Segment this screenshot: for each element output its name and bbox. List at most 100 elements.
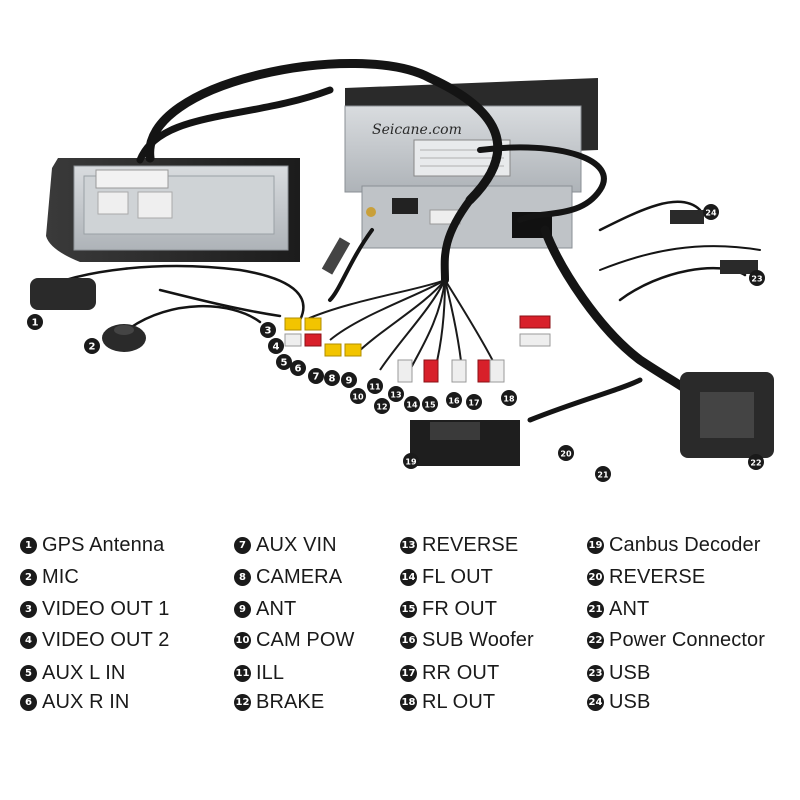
wiring-harness-photo: Seicane.com (27, 59, 774, 482)
legend-item: 2 MIC (20, 566, 79, 589)
legend-item: 6 AUX R IN (20, 691, 129, 714)
legend-number-badge: 17 (400, 665, 417, 682)
legend-number-badge: 11 (234, 665, 251, 682)
callout-18: 18 (501, 390, 517, 406)
legend-item: 1 GPS Antenna (20, 534, 164, 557)
callout-20: 20 (558, 445, 574, 461)
callout-4: 4 (268, 338, 284, 354)
legend-label: Power Connector (609, 629, 766, 651)
callout-21: 21 (595, 466, 611, 482)
legend-item: 10 CAM POW (234, 629, 354, 652)
callout-11: 11 (367, 378, 383, 394)
svg-text:5: 5 (281, 358, 288, 369)
legend-number-badge: 9 (234, 601, 251, 618)
legend-number-badge: 10 (234, 632, 251, 649)
callout-24: 24 (703, 204, 719, 220)
svg-text:22: 22 (750, 459, 761, 468)
legend-number-badge: 13 (400, 537, 417, 554)
accessories (30, 210, 774, 466)
legend-label: REVERSE (422, 534, 519, 556)
svg-text:19: 19 (405, 458, 417, 467)
legend-label: ANT (256, 598, 297, 620)
legend-item: 12 BRAKE (234, 691, 324, 714)
legend-item: 23 USB (587, 662, 650, 685)
svg-text:13: 13 (390, 391, 401, 400)
legend-item: 8 CAMERA (234, 566, 342, 589)
legend-label: USB (609, 691, 651, 713)
legend-item: 21 ANT (587, 598, 649, 621)
svg-text:10: 10 (352, 393, 364, 402)
legend-label: REVERSE (609, 566, 706, 588)
legend-item: 16 SUB Woofer (400, 629, 534, 652)
callout-3: 3 (260, 322, 276, 338)
svg-text:4: 4 (273, 342, 280, 353)
legend-number-badge: 4 (20, 632, 37, 649)
callout-13: 13 (388, 386, 404, 402)
legend-label: CAM POW (256, 629, 355, 651)
callout-14: 14 (404, 396, 420, 412)
mounting-frame (46, 158, 300, 262)
legend-number-badge: 20 (587, 569, 604, 586)
callout-15: 15 (422, 396, 438, 412)
svg-text:24: 24 (705, 209, 717, 218)
legend-number-badge: 6 (20, 694, 37, 711)
callout-7: 7 (308, 368, 324, 384)
svg-text:2: 2 (89, 342, 96, 353)
legend-label: BRAKE (256, 691, 325, 713)
svg-text:1: 1 (32, 318, 39, 329)
legend-number-badge: 18 (400, 694, 417, 711)
legend-number-badge: 23 (587, 665, 604, 682)
callout-19: 19 (403, 453, 419, 469)
svg-text:7: 7 (313, 372, 320, 383)
legend-number-badge: 16 (400, 632, 417, 649)
legend-label: FR OUT (422, 598, 498, 620)
svg-text:14: 14 (406, 401, 418, 410)
legend-item: 13 REVERSE (400, 534, 518, 557)
watermark-text: Seicane.com (372, 122, 462, 138)
legend-label: AUX R IN (42, 691, 130, 713)
legend-label: CAMERA (256, 566, 343, 588)
svg-text:12: 12 (376, 403, 387, 412)
legend-item: 4 VIDEO OUT 2 (20, 629, 169, 652)
legend-number-badge: 24 (587, 694, 604, 711)
svg-text:17: 17 (468, 399, 479, 408)
legend-label: USB (609, 662, 651, 684)
callout-10: 10 (350, 388, 366, 404)
legend-number-badge: 3 (20, 601, 37, 618)
svg-text:15: 15 (424, 401, 436, 410)
callout-9: 9 (341, 372, 357, 388)
svg-text:6: 6 (295, 364, 302, 375)
legend-item: 14 FL OUT (400, 566, 493, 589)
callout-12: 12 (374, 398, 390, 414)
legend-item: 9 ANT (234, 598, 296, 621)
legend-item: 3 VIDEO OUT 1 (20, 598, 169, 621)
legend-number-badge: 14 (400, 569, 417, 586)
svg-text:11: 11 (369, 383, 381, 392)
legend-label: VIDEO OUT 2 (42, 629, 170, 651)
legend: 1 GPS Antenna 2 MIC 3 VIDEO OUT 1 4 VIDEO OU… (0, 528, 800, 728)
legend-label: FL OUT (422, 566, 493, 588)
legend-label: AUX VIN (256, 534, 337, 556)
legend-number-badge: 2 (20, 569, 37, 586)
legend-number-badge: 8 (234, 569, 251, 586)
callout-markers: 1 2 3 4 5 6 7 8 9 10 11 12 13 14 15 16 1… (27, 204, 765, 482)
legend-number-badge: 12 (234, 694, 251, 711)
legend-label: MIC (42, 566, 79, 588)
legend-label: ANT (609, 598, 650, 620)
legend-label: RL OUT (422, 691, 496, 713)
legend-label: SUB Woofer (422, 629, 534, 651)
legend-label: VIDEO OUT 1 (42, 598, 170, 620)
callout-8: 8 (324, 370, 340, 386)
legend-number-badge: 1 (20, 537, 37, 554)
legend-number-badge: 21 (587, 601, 604, 618)
legend-label: GPS Antenna (42, 534, 165, 556)
callout-16: 16 (446, 392, 462, 408)
callout-2: 2 (84, 338, 100, 354)
svg-text:16: 16 (448, 397, 460, 406)
svg-text:23: 23 (751, 275, 762, 284)
legend-number-badge: 22 (587, 632, 604, 649)
